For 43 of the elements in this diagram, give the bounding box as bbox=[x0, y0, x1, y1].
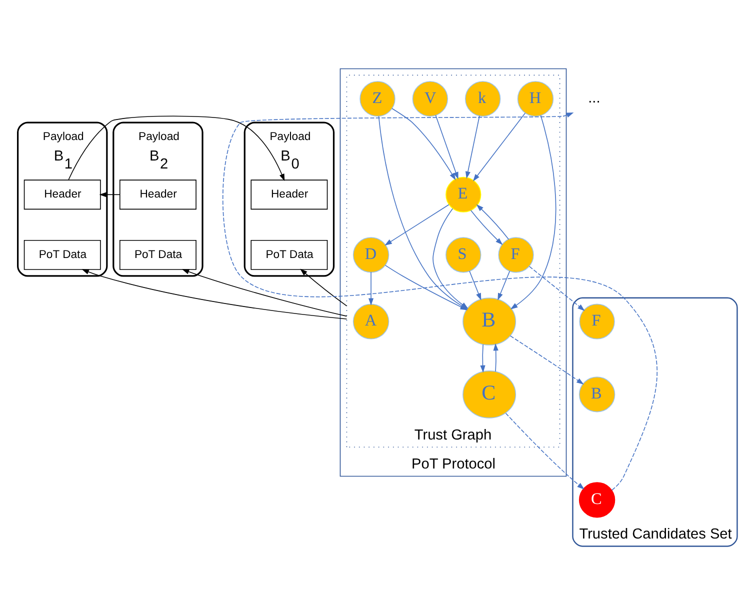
node-text: ... bbox=[588, 90, 600, 106]
node-box: Header bbox=[119, 179, 196, 210]
node-circle: Z bbox=[360, 80, 396, 116]
arrow bbox=[300, 268, 348, 306]
arrow bbox=[510, 114, 556, 309]
arrow bbox=[480, 344, 486, 372]
arrow bbox=[510, 334, 584, 384]
arrow bbox=[384, 204, 450, 245]
arrow bbox=[505, 412, 584, 489]
node-ellipse: C bbox=[462, 370, 516, 418]
node-circle: V bbox=[412, 80, 448, 116]
arrow bbox=[68, 115, 285, 181]
node-circle: H bbox=[517, 80, 554, 116]
node-circle: F bbox=[498, 236, 534, 272]
node-circle: k bbox=[465, 80, 501, 116]
node-box: Header bbox=[250, 179, 328, 210]
arrow bbox=[469, 270, 482, 300]
node-circle: C bbox=[578, 482, 616, 518]
node-box: PoT Data bbox=[119, 239, 196, 270]
node-circle: A bbox=[352, 303, 390, 339]
node-circle: F bbox=[579, 303, 615, 339]
node-ellipse: B bbox=[462, 297, 516, 345]
node-box: PoT Data bbox=[250, 239, 328, 270]
arrow bbox=[465, 114, 480, 178]
arrow bbox=[476, 204, 510, 240]
node-circle: E bbox=[446, 176, 482, 212]
arrow bbox=[82, 268, 348, 319]
arrow bbox=[498, 270, 510, 300]
arrow bbox=[529, 266, 585, 310]
arrow bbox=[368, 271, 374, 306]
node-circle: B bbox=[578, 376, 616, 412]
arrow bbox=[392, 108, 456, 180]
node-circle: D bbox=[352, 236, 390, 272]
node-circle: S bbox=[446, 236, 482, 272]
arrow bbox=[472, 112, 526, 181]
node-box: Header bbox=[24, 179, 101, 210]
arrow bbox=[435, 114, 458, 179]
arrow bbox=[99, 192, 120, 197]
arrow bbox=[222, 112, 658, 490]
arrow bbox=[493, 342, 498, 372]
arrow bbox=[182, 268, 348, 316]
node-box: PoT Data bbox=[24, 239, 101, 270]
arrow bbox=[470, 209, 503, 244]
